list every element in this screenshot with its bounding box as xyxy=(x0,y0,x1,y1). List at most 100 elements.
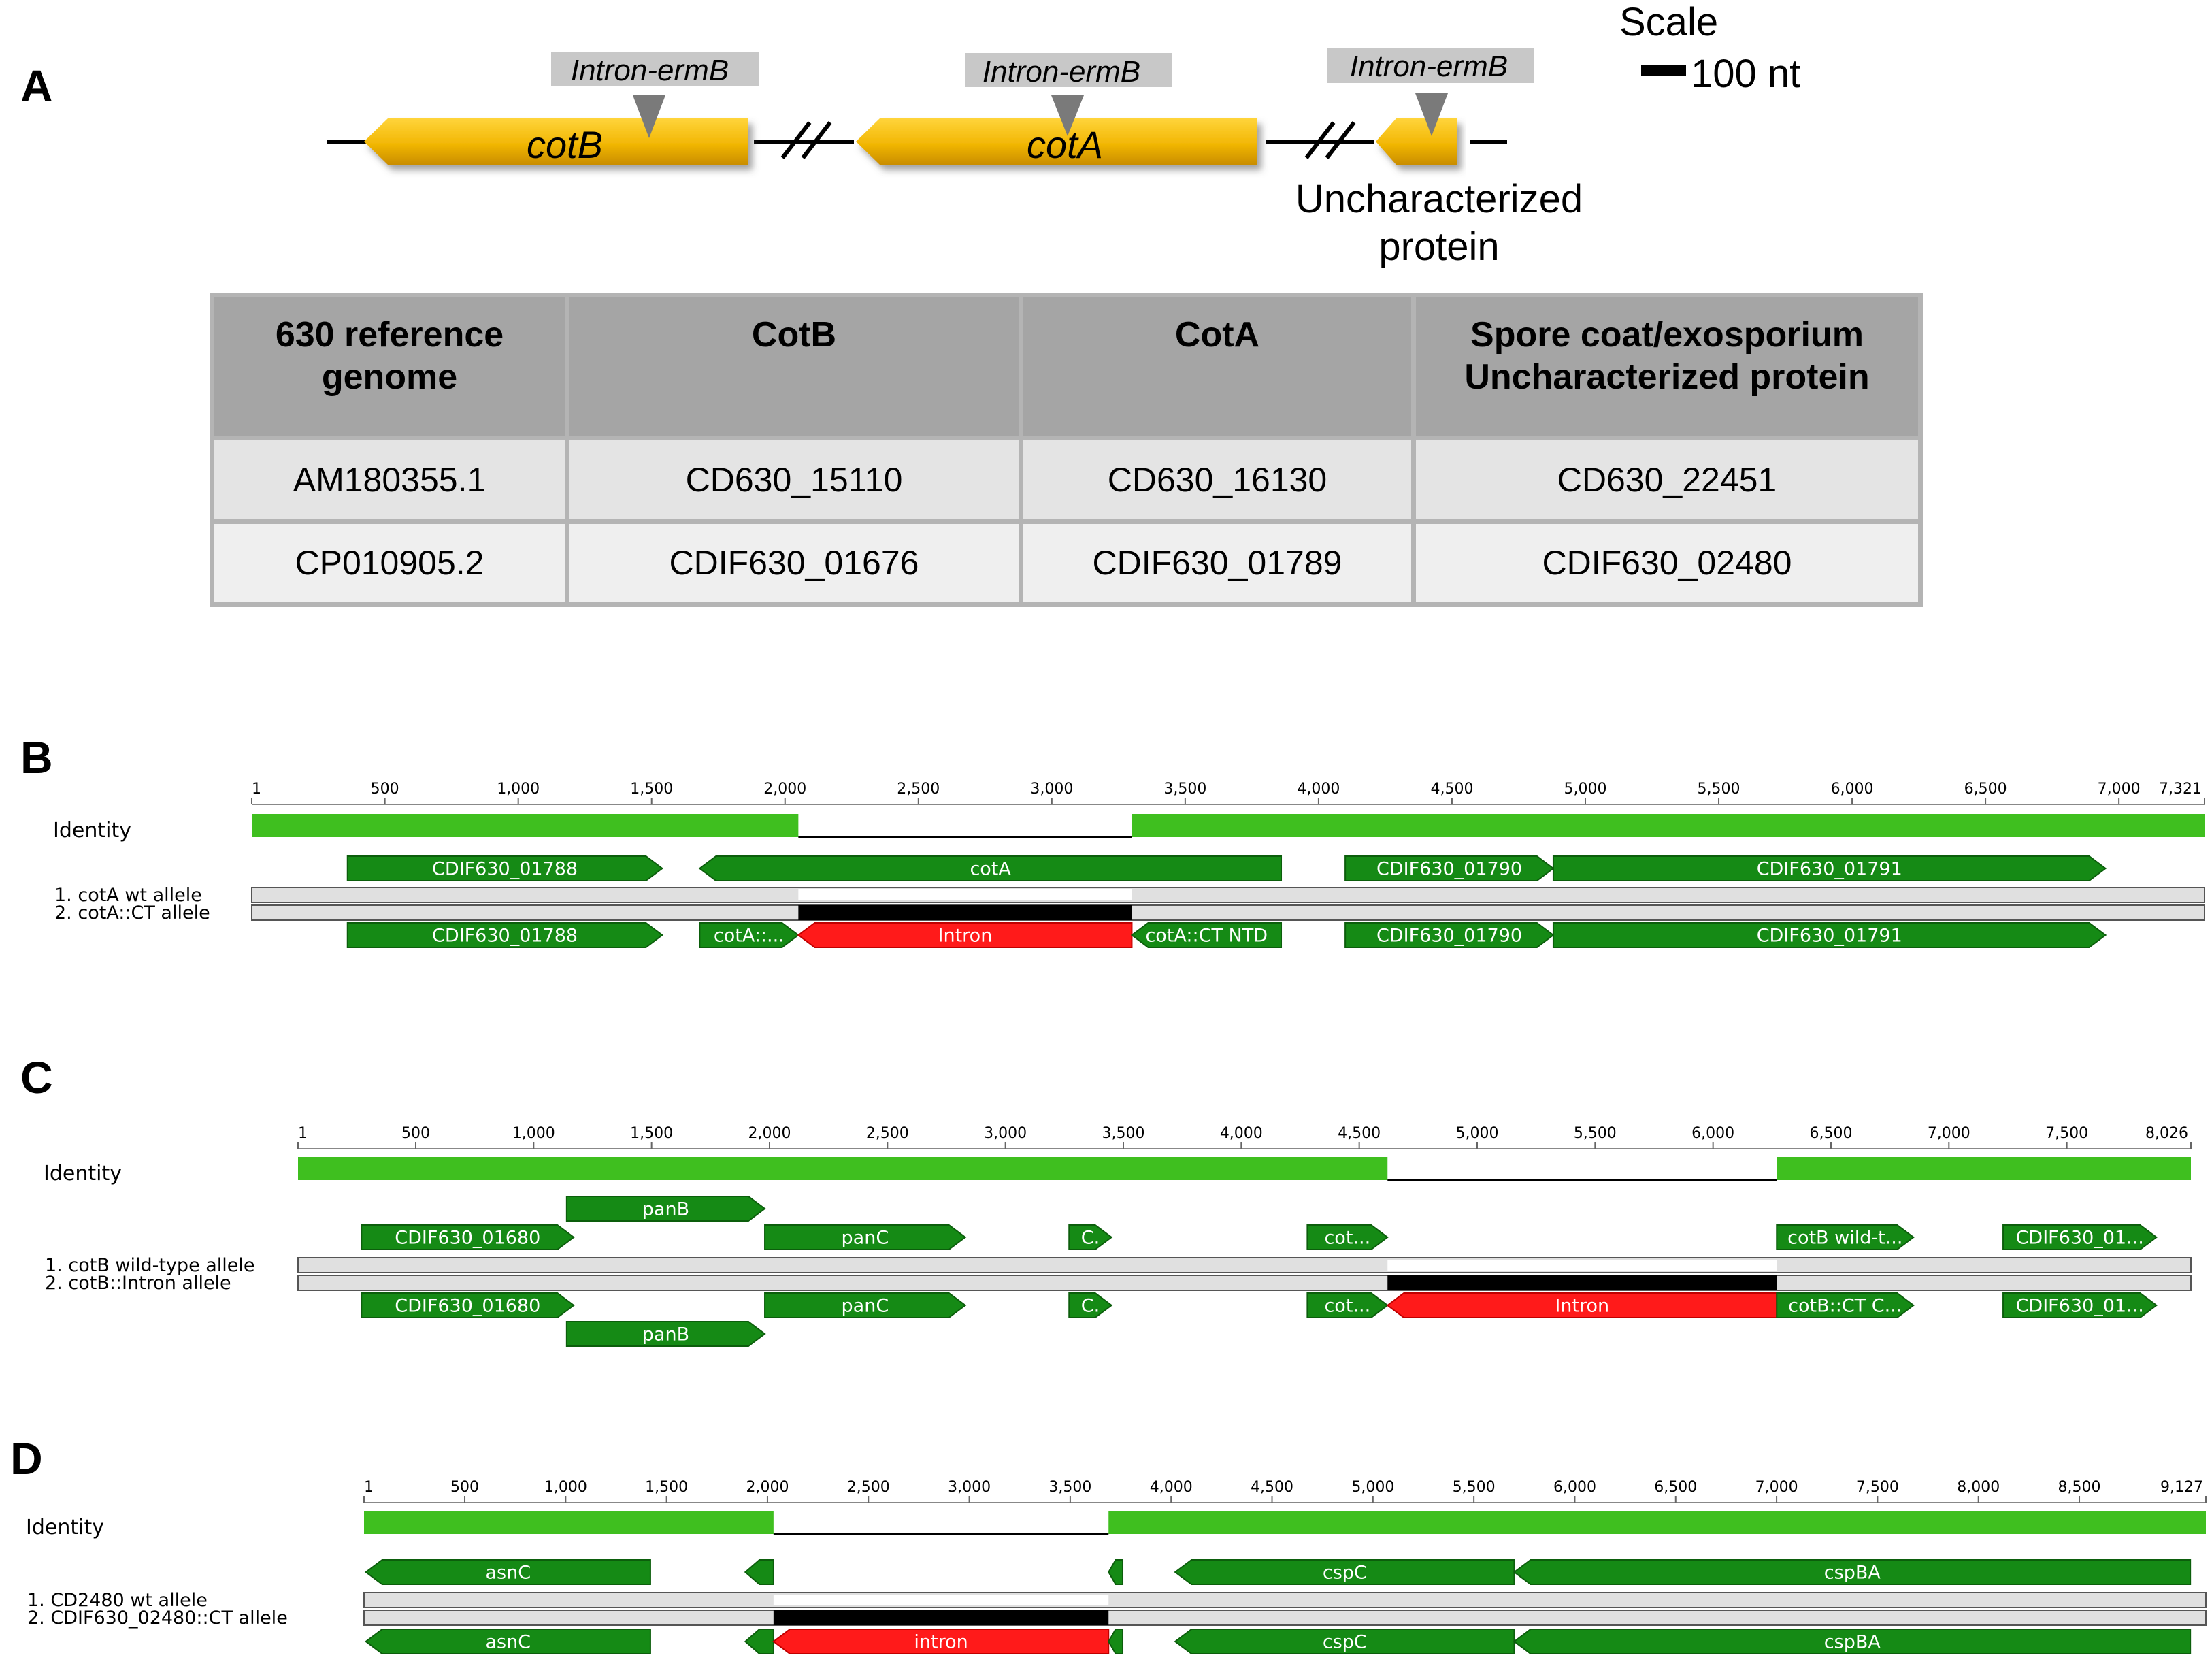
feature-label: C. xyxy=(1081,1227,1100,1248)
ruler-tick-label: 4,000 xyxy=(1150,1479,1193,1496)
ruler-tick-label: 6,000 xyxy=(1553,1479,1596,1496)
gene-feature-arrow xyxy=(744,1629,774,1654)
ruler-tick-label: 1,500 xyxy=(645,1479,688,1496)
feature-label: cspC xyxy=(1323,1631,1367,1652)
sequence-2-label: 2. cotA::CT allele xyxy=(54,902,210,924)
sequence-2-label: 2. CDIF630_02480::CT allele xyxy=(27,1607,288,1629)
gene-feature-arrow xyxy=(1108,1559,1124,1585)
panel-b-letter: B xyxy=(20,732,53,783)
feature-label: C. xyxy=(1081,1295,1100,1316)
table-header-cell: CotB xyxy=(565,292,1023,441)
gene-feature-arrow xyxy=(1776,1224,1915,1250)
ruler-tick-label: 500 xyxy=(450,1479,479,1496)
sequence-1-bar xyxy=(363,1592,2207,1608)
break-mark xyxy=(780,121,832,159)
gene-feature-arrow xyxy=(1344,855,1555,881)
table-cell: CDIF630_01676 xyxy=(565,519,1023,608)
sequence-2-bar xyxy=(251,904,2205,921)
feature-label: panC xyxy=(842,1227,889,1248)
table-cell: CD630_15110 xyxy=(565,436,1023,524)
ruler-tick-label: 1 xyxy=(252,781,261,798)
ruler-tick-label: 2,500 xyxy=(897,781,940,798)
ruler-tick-label: 8,500 xyxy=(2058,1479,2101,1496)
feature-label: cotB::CT C... xyxy=(1788,1295,1902,1316)
ruler-tick-label: 6,500 xyxy=(1809,1125,1852,1142)
feature-label: CDIF630_01791 xyxy=(1757,858,1902,879)
ruler-tick-label: 2,000 xyxy=(746,1479,789,1496)
insert-box xyxy=(551,52,759,86)
gene-feature-arrow xyxy=(764,1224,967,1250)
ruler-tick-label: 8,026 xyxy=(2145,1125,2188,1142)
uncharacterized-gene-arrow xyxy=(1376,118,1457,165)
ruler-tick-label: 5,000 xyxy=(1455,1125,1498,1142)
gene-feature-arrow xyxy=(565,1196,766,1222)
insertion-triangle-icon xyxy=(633,95,665,138)
gene-feature-arrow xyxy=(361,1292,575,1318)
feature-label: CDIF630_01790 xyxy=(1376,858,1522,879)
ruler-tick-label: 4,000 xyxy=(1297,781,1340,798)
ruler-tick-label: 500 xyxy=(401,1125,430,1142)
identity-bar xyxy=(1132,814,2205,837)
ruler-tick-label: 3,500 xyxy=(1049,1479,1091,1496)
break-mark xyxy=(1304,121,1356,159)
ruler-tick-label: 3,000 xyxy=(948,1479,991,1496)
table-cell: CD630_22451 xyxy=(1411,436,1923,524)
gene-feature-arrow xyxy=(565,1321,766,1347)
gene-feature-arrow xyxy=(1306,1224,1389,1250)
feature-label: CDIF630_01680 xyxy=(395,1295,540,1316)
feature-label: panB xyxy=(642,1324,689,1345)
ruler-tick-label: 2,000 xyxy=(763,781,806,798)
sequence-1-gap xyxy=(798,889,1132,900)
ruler-tick-label: 5,500 xyxy=(1453,1479,1496,1496)
panel-d-letter: D xyxy=(10,1433,43,1484)
ruler-tick-label: 6,000 xyxy=(1691,1125,1734,1142)
intron-feature-arrow xyxy=(797,922,1133,948)
feature-label: panC xyxy=(842,1295,889,1316)
feature-label: cot... xyxy=(1324,1295,1370,1316)
sequence-2-insert xyxy=(798,905,1132,920)
insertion-triangle-icon xyxy=(1051,95,1084,136)
sequence-1-bar xyxy=(297,1257,2192,1273)
feature-label: cotB wild-t... xyxy=(1787,1227,1902,1248)
identity-label: Identity xyxy=(44,1162,122,1186)
feature-label: cspBA xyxy=(1824,1562,1881,1583)
sequence-2-insert xyxy=(773,1610,1109,1625)
ruler-tick-label: 6,000 xyxy=(1831,781,1874,798)
ruler-tick-label: 4,000 xyxy=(1220,1125,1263,1142)
feature-label: CDIF630_01788 xyxy=(432,925,578,946)
ruler-tick-label: 5,500 xyxy=(1574,1125,1617,1142)
sequence-1-label: 1. cotB wild-type allele xyxy=(45,1255,255,1276)
cotb-gene-arrow xyxy=(364,118,748,165)
ruler-tick-label: 500 xyxy=(371,781,399,798)
ruler-tick-label: 1,000 xyxy=(497,781,540,798)
gene-feature-arrow xyxy=(2002,1292,2158,1318)
feature-label: asnC xyxy=(486,1562,531,1583)
gene-feature-arrow xyxy=(699,922,800,948)
gene-feature-arrow xyxy=(1174,1559,1515,1585)
feature-label: CDIF630_01790 xyxy=(1376,925,1522,946)
insert-label: Intron-ermB xyxy=(1350,50,1508,83)
table-cell: CP010905.2 xyxy=(210,519,569,608)
feature-label: CDIF630_01... xyxy=(2016,1295,2144,1316)
sequence-2-bar xyxy=(363,1610,2207,1626)
identity-bar xyxy=(1777,1157,2191,1180)
ruler-tick-label: 7,321 xyxy=(2159,781,2202,798)
ruler-tick-label: 2,000 xyxy=(748,1125,791,1142)
identity-label: Identity xyxy=(53,819,131,843)
identity-label: Identity xyxy=(26,1516,104,1539)
table-header-cell: CotA xyxy=(1019,292,1416,441)
ruler-tick-label: 8,000 xyxy=(1957,1479,2000,1496)
ruler-tick-label: 1,500 xyxy=(630,1125,673,1142)
table-cell: AM180355.1 xyxy=(210,436,569,524)
gene-feature-arrow xyxy=(365,1559,651,1585)
ruler-tick-label: 7,000 xyxy=(1755,1479,1798,1496)
insert-label: Intron-ermB xyxy=(571,54,729,87)
gene-feature-arrow xyxy=(346,855,664,881)
feature-label: cspC xyxy=(1323,1562,1367,1583)
feature-label: intron xyxy=(914,1631,968,1652)
gene-feature-arrow xyxy=(1306,1292,1389,1318)
